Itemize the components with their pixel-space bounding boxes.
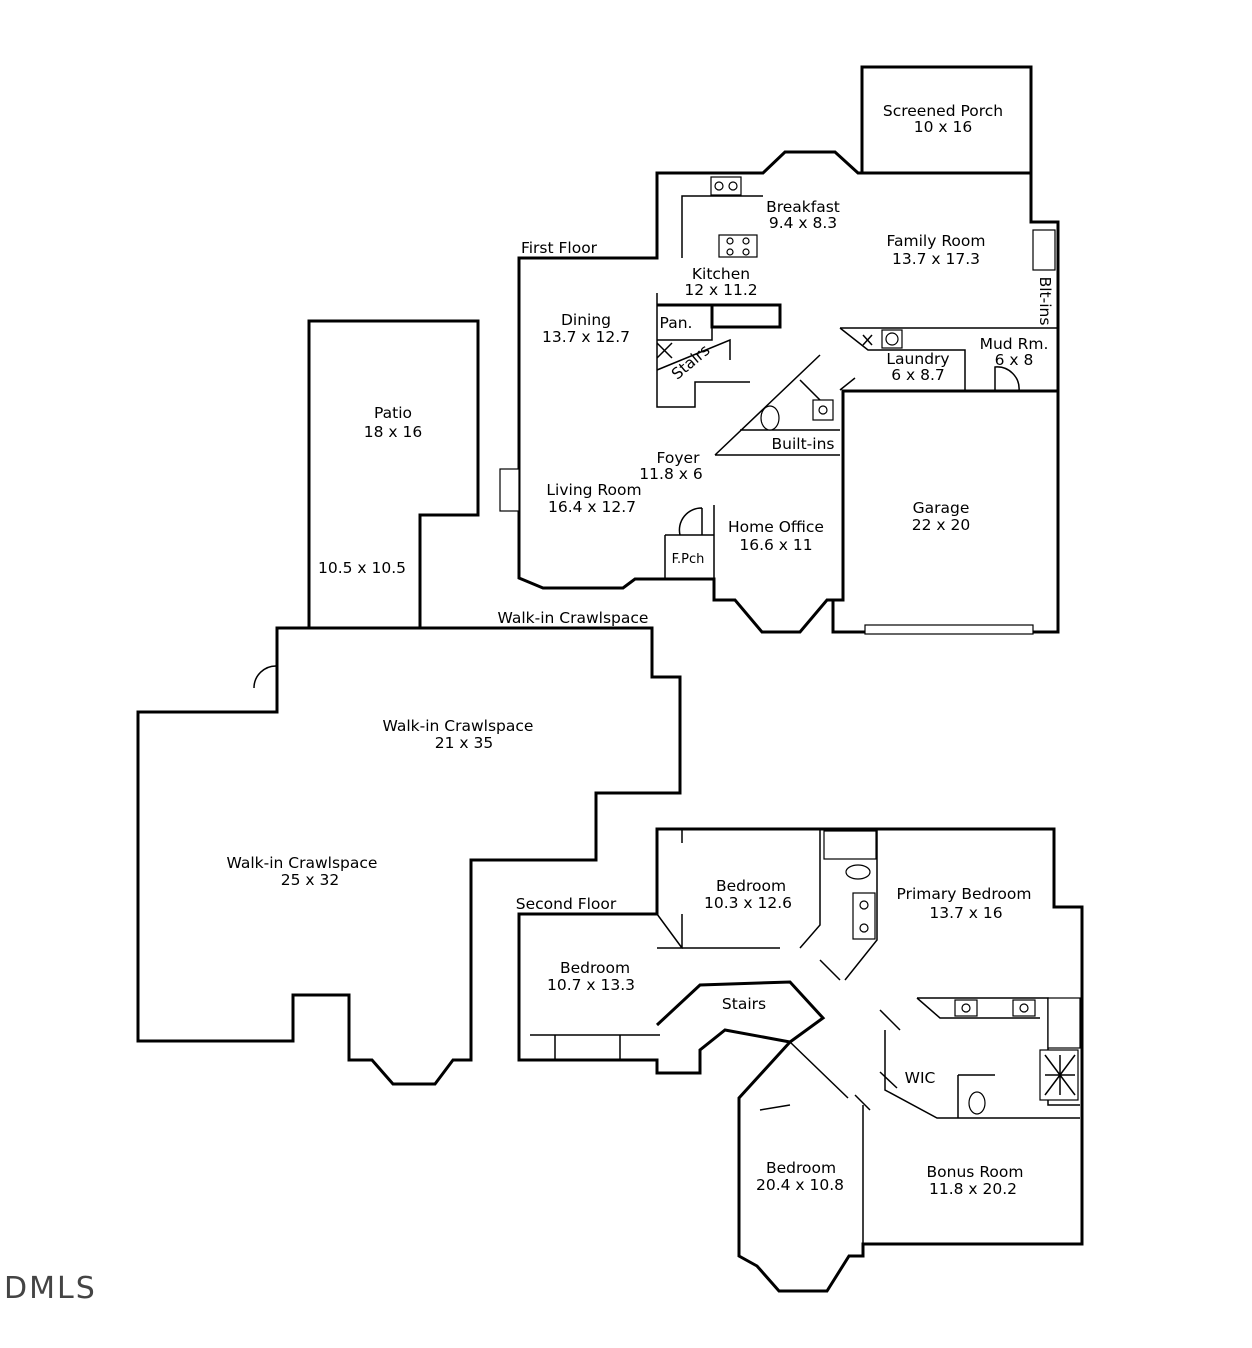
bonus-room-name: Bonus Room — [927, 1163, 1024, 1181]
family-room-dims: 13.7 x 17.3 — [892, 250, 980, 268]
blt-ins-name: Blt-ins — [1036, 277, 1054, 326]
crawl-25-dims: 25 x 32 — [281, 871, 339, 889]
kitchen-peninsula — [657, 303, 782, 329]
primary-bedroom-dims: 13.7 x 16 — [929, 904, 1002, 922]
laundry-name: Laundry — [886, 350, 949, 368]
second-floor-outline — [517, 827, 1084, 1293]
laundry-dims: 6 x 8.7 — [891, 366, 945, 384]
stairs-second-name: Stairs — [722, 995, 766, 1013]
kitchen-dims: 12 x 11.2 — [684, 281, 757, 299]
patio-lower-dims: 10.5 x 10.5 — [318, 559, 406, 577]
dining-name: Dining — [561, 311, 611, 329]
second-floor-label: Second Floor — [516, 895, 617, 913]
bedroom-a-dims: 10.3 x 12.6 — [704, 894, 792, 912]
mud-room-name: Mud Rm. — [980, 335, 1049, 353]
crawlspace-outline — [136, 626, 682, 1086]
crawl-21-name: Walk-in Crawlspace — [383, 717, 534, 735]
second-floor — [517, 827, 1084, 1293]
fireplace — [499, 468, 520, 512]
dining-dims: 13.7 x 12.7 — [542, 328, 630, 346]
front-porch-name: F.Pch — [672, 552, 705, 567]
first-floor-outline — [517, 150, 1060, 634]
crawlspace-header-label: Walk-in Crawlspace — [498, 609, 649, 627]
wic-name: WIC — [905, 1069, 936, 1087]
garage-dims: 22 x 20 — [912, 516, 970, 534]
garage-walls — [831, 389, 1060, 634]
bonus-room-dims: 11.8 x 20.2 — [929, 1180, 1017, 1198]
garage-name: Garage — [913, 499, 970, 517]
first-floor-label: First Floor — [521, 239, 598, 257]
primary-bedroom-name: Primary Bedroom — [897, 885, 1032, 903]
breakfast-dims: 9.4 x 8.3 — [769, 214, 837, 232]
foyer-dims: 11.8 x 6 — [639, 465, 702, 483]
patio-name: Patio — [374, 404, 412, 422]
screened-porch-dims: 10 x 16 — [914, 118, 972, 136]
stairs-second-walls — [655, 980, 826, 1044]
garage-door — [864, 624, 1034, 635]
built-ins-name: Built-ins — [772, 435, 835, 453]
labels: First Floor Second Floor Walk-in Crawlsp… — [4, 102, 1054, 1306]
living-room-dims: 16.4 x 12.7 — [548, 498, 636, 516]
home-office-name: Home Office — [728, 518, 824, 536]
patio-dims: 18 x 16 — [364, 423, 422, 441]
bedroom-b-dims: 10.7 x 13.3 — [547, 976, 635, 994]
breakfast-name: Breakfast — [766, 198, 840, 216]
watermark: DMLS — [4, 1271, 97, 1306]
foyer-name: Foyer — [657, 449, 701, 467]
crawl-25-name: Walk-in Crawlspace — [227, 854, 378, 872]
first-floor — [499, 65, 1060, 635]
cooktop — [718, 234, 758, 258]
patio-outline — [307, 319, 480, 630]
living-room-name: Living Room — [546, 481, 641, 499]
mud-room-dims: 6 x 8 — [995, 351, 1034, 369]
screened-porch-name: Screened Porch — [883, 102, 1003, 120]
crawl-21-dims: 21 x 35 — [435, 734, 493, 752]
bedroom-b-name: Bedroom — [560, 959, 630, 977]
home-office-dims: 16.6 x 11 — [739, 536, 812, 554]
family-room-name: Family Room — [887, 232, 986, 250]
bedroom-c-name: Bedroom — [766, 1159, 836, 1177]
bedroom-a-name: Bedroom — [716, 877, 786, 895]
kitchen-name: Kitchen — [692, 265, 750, 283]
bedroom-c-dims: 20.4 x 10.8 — [756, 1176, 844, 1194]
pantry-name: Pan. — [660, 314, 693, 332]
